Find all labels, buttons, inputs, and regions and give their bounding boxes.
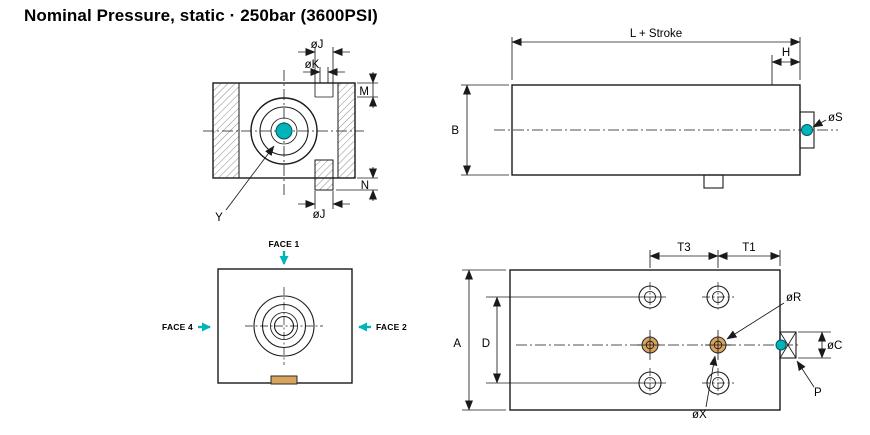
dim-label-y: Y xyxy=(215,212,223,224)
dim-a: A xyxy=(453,269,506,411)
face-rod-circle xyxy=(273,315,295,337)
front-bore-outer-circle xyxy=(250,97,318,165)
dim-n: N xyxy=(336,167,378,201)
mount-hole xyxy=(706,371,730,395)
face-bore-outer xyxy=(253,295,315,357)
face-1-label: FACE 1 xyxy=(269,239,300,249)
face-bottom-port-marker xyxy=(270,375,298,385)
mount-hole xyxy=(706,285,730,309)
face-2-label: FACE 2 xyxy=(376,322,407,332)
dim-h: H xyxy=(771,47,801,85)
dim-l-stroke: L + Stroke xyxy=(511,28,801,80)
dim-m: M xyxy=(357,72,378,108)
front-section-view: øJ øK M N xyxy=(203,39,378,224)
front-right-hatch xyxy=(337,82,356,179)
dim-label-dia-c: øC xyxy=(827,340,842,352)
dim-label-dia-j-bottom: øJ xyxy=(313,209,326,221)
dim-d: D xyxy=(482,296,501,384)
top-view: T3 T1 A D øC øR xyxy=(453,242,842,421)
callout-y: Y xyxy=(215,145,275,224)
callout-dia-s: øS xyxy=(812,112,843,128)
dim-label-dia-k: øK xyxy=(305,59,320,71)
dim-label-p: P xyxy=(814,387,822,399)
dim-label-b: B xyxy=(451,125,459,137)
mounting-holes xyxy=(638,282,734,398)
manifold-ports xyxy=(637,330,731,360)
dim-label-dia-j-top: øJ xyxy=(311,39,324,51)
face-bore-mid xyxy=(261,303,307,349)
side-view: L + Stroke H B øS xyxy=(451,28,843,189)
dim-label-d: D xyxy=(482,338,490,350)
front-left-hatch xyxy=(212,82,240,179)
mount-hole xyxy=(638,285,662,309)
dim-label-t3: T3 xyxy=(677,242,690,254)
dim-label-t1: T1 xyxy=(742,242,755,254)
page-title: Nominal Pressure, static · 250bar (3600P… xyxy=(24,6,378,25)
dim-label-dia-s: øS xyxy=(828,112,843,124)
face-4-label: FACE 4 xyxy=(162,322,193,332)
top-right-port-boss xyxy=(775,331,797,359)
dim-label-n: N xyxy=(361,180,369,192)
dim-t3-t1: T3 T1 xyxy=(649,242,781,268)
dim-label-m: M xyxy=(359,86,369,98)
front-bore-inner-ring xyxy=(270,117,298,145)
side-port-dot xyxy=(801,124,813,136)
dim-label-l-stroke: L + Stroke xyxy=(630,28,682,40)
callout-dia-x: øX xyxy=(692,355,718,421)
dim-b: B xyxy=(451,84,509,176)
face-orientation-view: FACE 1 FACE 4 FACE 2 xyxy=(162,239,407,385)
callout-dia-r: øR xyxy=(726,292,801,340)
front-bottom-port-plug xyxy=(314,159,334,191)
side-end-boss xyxy=(799,111,815,149)
dim-dia-j-bottom: øJ xyxy=(298,191,350,221)
face-body-outline xyxy=(217,268,353,384)
front-bore-middle-circle xyxy=(259,106,309,156)
dim-label-h: H xyxy=(782,47,790,59)
mount-hole xyxy=(638,371,662,395)
dim-label-dia-x: øX xyxy=(692,409,707,421)
dim-label-a: A xyxy=(453,338,461,350)
callout-p: P xyxy=(796,360,822,399)
dim-d-extensions xyxy=(486,296,666,384)
side-bottom-key xyxy=(703,174,724,189)
dim-label-dia-r: øR xyxy=(786,292,801,304)
dim-dia-j-top: øJ xyxy=(298,39,350,56)
dim-dia-k: øK xyxy=(303,59,345,76)
dim-dia-c: øC xyxy=(798,331,842,359)
face-bore-inner-ring xyxy=(270,312,298,340)
top-port-dot xyxy=(775,339,787,351)
front-center-port-dot xyxy=(275,122,293,140)
